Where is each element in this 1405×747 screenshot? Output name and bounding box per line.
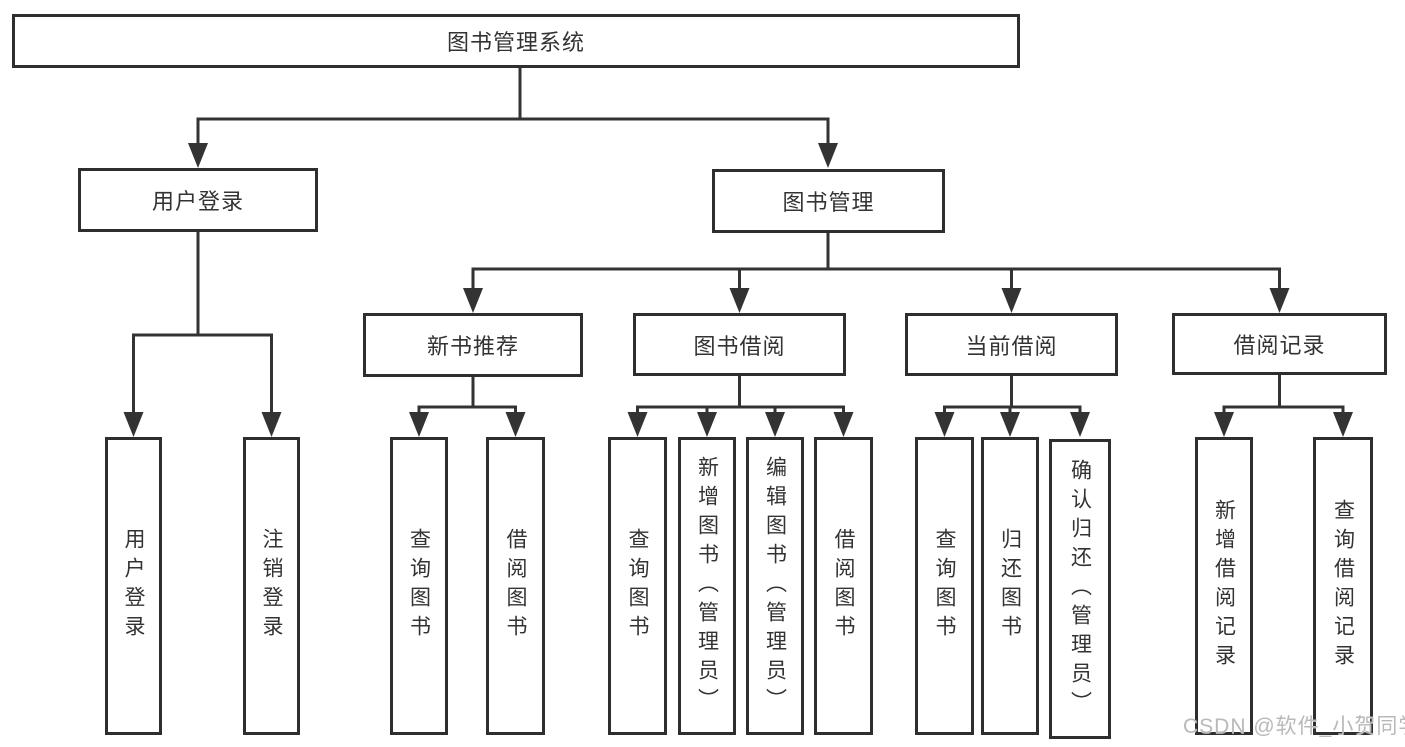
arrowhead-icon	[697, 412, 717, 437]
leaf-logout: 注销登录	[243, 437, 300, 735]
node-user-login: 用户登录	[78, 168, 318, 232]
node-label: 当前借阅	[965, 333, 1058, 359]
node-label: 借阅图书	[832, 528, 855, 644]
leaf-return-books: 归还图书	[981, 437, 1039, 735]
leaf-borrow-books-recommend: 借阅图书	[486, 437, 545, 735]
connector-newbook-to-children	[417, 377, 517, 418]
node-label: 借阅记录	[1233, 333, 1326, 358]
node-label: 借阅图书	[504, 528, 527, 644]
arrowhead-icon	[729, 288, 750, 313]
node-label: 归还图书	[998, 528, 1022, 644]
arrowhead-icon	[1000, 412, 1020, 437]
node-label: 图书管理	[782, 190, 875, 215]
connector-root-to-l2	[196, 68, 830, 147]
node-label: 新增借阅记录	[1212, 499, 1236, 673]
node-label: 查询借阅记录	[1331, 499, 1355, 673]
leaf-borrow-books: 借阅图书	[814, 437, 873, 735]
node-label: 图书管理系统	[446, 30, 585, 55]
connector-bookmgmt-to-l3	[471, 233, 1281, 291]
leaf-user-login: 用户登录	[105, 437, 162, 735]
node-label: 确认归还（管理员）	[1068, 458, 1092, 720]
connector-current-to-children	[943, 376, 1082, 418]
node-label: 新增图书（管理员）	[695, 455, 719, 717]
arrowhead-icon	[765, 412, 785, 437]
leaf-query-books-recommend: 查询图书	[390, 437, 448, 735]
csdn-watermark: CSDN @软件_小贺同学	[1183, 715, 1405, 738]
node-label: 查询图书	[626, 528, 649, 644]
leaf-confirm-return-admin: 确认归还（管理员）	[1049, 439, 1111, 739]
arrowhead-icon	[505, 412, 526, 437]
arrowhead-icon	[934, 412, 955, 437]
node-current-borrowing: 当前借阅	[905, 313, 1118, 376]
connector-userlogin-to-children	[132, 232, 273, 415]
arrowhead-icon	[818, 143, 838, 168]
leaf-query-books-current: 查询图书	[915, 437, 974, 735]
arrowhead-icon	[463, 288, 483, 313]
arrowhead-icon	[188, 143, 208, 168]
leaf-edit-books-admin: 编辑图书（管理员）	[746, 437, 804, 735]
node-label: 查询图书	[933, 528, 956, 644]
node-label: 用户登录	[122, 528, 145, 644]
node-borrowing-records: 借阅记录	[1172, 313, 1387, 375]
leaf-add-books-admin: 新增图书（管理员）	[678, 437, 736, 735]
leaf-query-books-borrow: 查询图书	[608, 437, 667, 735]
node-library-management-system: 图书管理系统	[12, 14, 1020, 68]
node-label: 用户登录	[151, 189, 244, 214]
node-new-book-recommend: 新书推荐	[363, 313, 583, 377]
arrowhead-icon	[627, 412, 648, 437]
arrowhead-icon	[261, 412, 282, 437]
arrowhead-icon	[833, 412, 854, 437]
arrowhead-icon	[1333, 412, 1353, 437]
node-book-management: 图书管理	[712, 169, 945, 233]
node-book-borrowing: 图书借阅	[633, 313, 846, 376]
arrowhead-icon	[1070, 412, 1090, 437]
arrowhead-icon	[1001, 288, 1022, 313]
arrowhead-icon	[1214, 412, 1234, 437]
node-label: 编辑图书（管理员）	[763, 455, 787, 717]
connector-borrow-to-children	[636, 376, 845, 418]
arrowhead-icon	[1269, 288, 1290, 313]
node-label: 查询图书	[407, 528, 431, 644]
leaf-query-borrow-record: 查询借阅记录	[1313, 437, 1373, 735]
arrowhead-icon	[409, 412, 429, 437]
leaf-add-borrow-record: 新增借阅记录	[1195, 437, 1253, 735]
node-label: 新书推荐	[426, 334, 519, 359]
arrowhead-icon	[123, 412, 144, 437]
connector-records-to-children	[1222, 375, 1345, 418]
node-label: 注销登录	[260, 528, 283, 644]
node-label: 图书借阅	[693, 333, 786, 359]
